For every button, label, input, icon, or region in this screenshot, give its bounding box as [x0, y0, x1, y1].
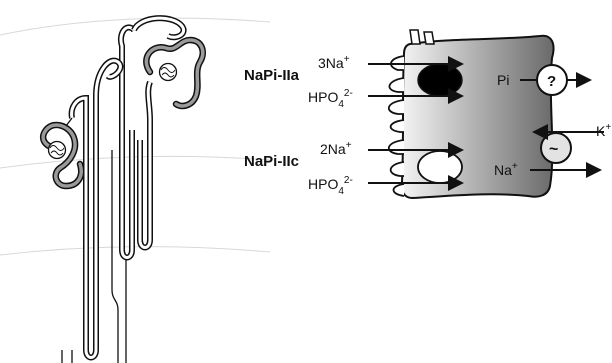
nephron-schematic	[0, 18, 270, 363]
napi-iia-label: NaPi-IIa	[244, 67, 300, 84]
juxtamedullary-nephron	[43, 61, 126, 363]
pi-label: Pi	[497, 72, 509, 88]
napi-iic-label: NaPi-IIc	[244, 153, 299, 170]
unknown-exporter-label: ?	[547, 73, 556, 90]
k-label: K+	[596, 122, 611, 139]
superficial-nephron	[121, 18, 203, 257]
pump-tilde-label: ~	[549, 141, 558, 158]
na-c-label: 2Na+	[320, 140, 352, 157]
na-a-label: 3Na+	[318, 54, 350, 71]
tubule-cell	[368, 30, 604, 198]
napi-iic-cotransporter-icon	[418, 151, 462, 183]
hpo4-a-label: HPO42-	[308, 88, 353, 110]
hpo4-c-label: HPO42-	[308, 175, 353, 197]
napi-iia-cotransporter-icon	[418, 64, 462, 96]
